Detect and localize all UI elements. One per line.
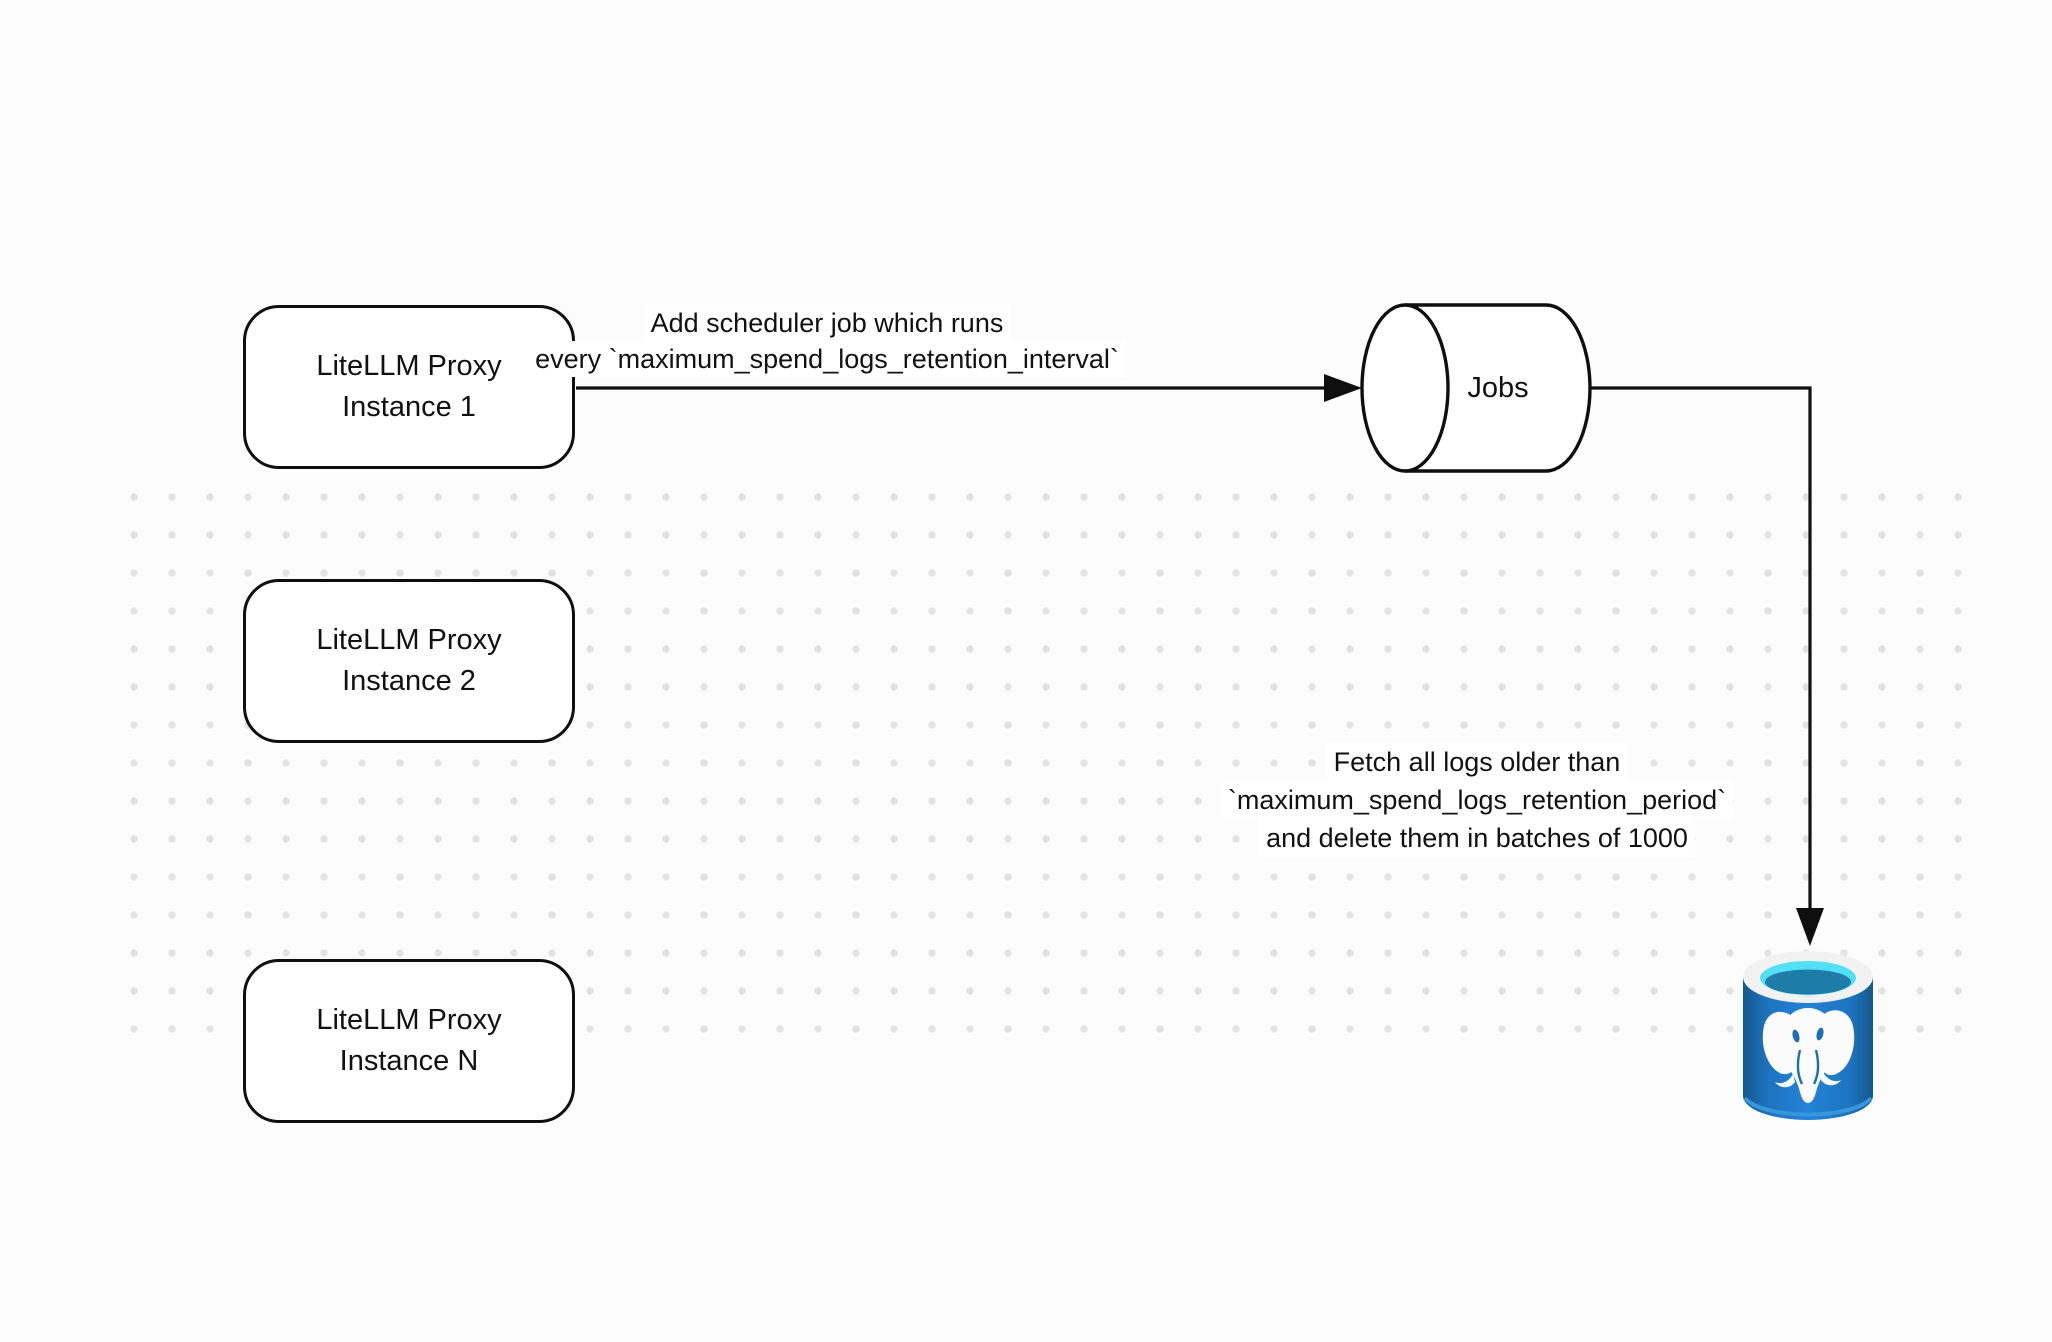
cylinder-cap-icon: [1360, 303, 1450, 473]
jobs-cylinder-label: Jobs: [1467, 372, 1529, 404]
edge-label-fetch-line2: `maximum_spend_logs_retention_period`: [1220, 781, 1734, 819]
edge-label-fetch-line3: and delete them in batches of 1000: [1259, 819, 1695, 857]
dot-grid-background: [115, 478, 1978, 1049]
node-litellm-proxy-instance-1: LiteLLM Proxy Instance 1: [243, 305, 575, 469]
node-litellm-proxy-instance-2: LiteLLM Proxy Instance 2: [243, 579, 575, 743]
edge-label-fetch: Fetch all logs older than `maximum_spend…: [1127, 743, 1827, 857]
edge-scheduler-arrow: [576, 374, 1362, 402]
edge-label-scheduler-line2: every `maximum_spend_logs_retention_inte…: [528, 341, 1126, 377]
edge-label-scheduler: Add scheduler job which runs every `maxi…: [477, 305, 1177, 377]
pg-top-liquid: [1765, 969, 1851, 995]
postgresql-database-icon: [1743, 951, 1873, 1120]
postgres-elephant-icon: [1762, 1008, 1855, 1103]
node-litellm-proxy-instance-n: LiteLLM Proxy Instance N: [243, 959, 575, 1123]
edge-fetch-arrow: [1589, 386, 1824, 946]
arrowhead-right-icon: [1324, 374, 1362, 402]
edge-label-fetch-line1: Fetch all logs older than: [1326, 743, 1628, 781]
jobs-cylinder: [1360, 303, 1592, 473]
edge-label-scheduler-line1: Add scheduler job which runs: [643, 305, 1011, 341]
arrowhead-down-icon: [1796, 908, 1824, 946]
pg-cylinder-bottom-rim: [1743, 1096, 1873, 1117]
